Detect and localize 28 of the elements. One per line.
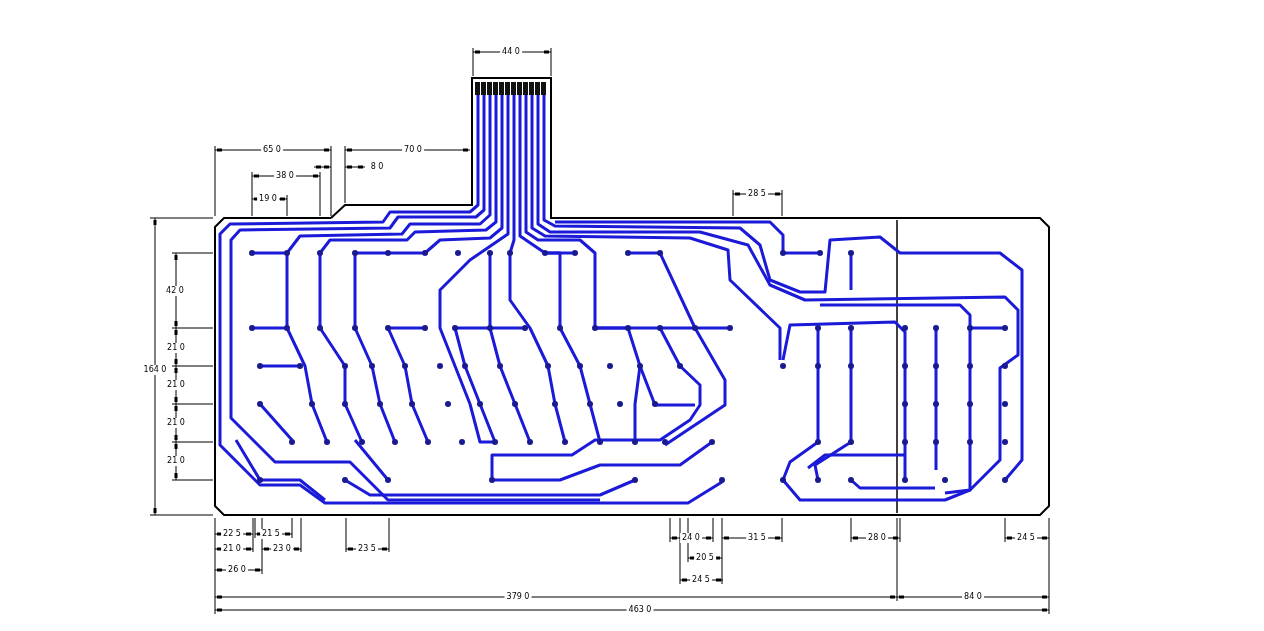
dimension-label: 65 0 [261, 145, 283, 155]
dimension-label: 23 0 [271, 544, 293, 554]
dimension-label: 21 0 [165, 418, 187, 428]
dimension-label: 21 0 [165, 456, 187, 466]
dimension-label: 24 5 [1015, 533, 1037, 543]
dimension-label: 24 5 [690, 575, 712, 585]
dimension-label: 84 0 [962, 592, 984, 602]
dimension-label: 19 0 [257, 194, 279, 204]
dimension-label: 70 0 [402, 145, 424, 155]
dimension-label: 28 0 [866, 533, 888, 543]
dimension-label: 164 0 [141, 365, 169, 375]
dimension-label: 21 5 [260, 529, 282, 539]
dimension-label: 379 0 [504, 592, 532, 602]
dimension-label: 28 5 [746, 189, 768, 199]
dimension-label: 24 0 [680, 533, 702, 543]
dimension-label: 21 0 [165, 380, 187, 390]
dimension-label: 23 5 [356, 544, 378, 554]
dimension-label: 463 0 [626, 605, 654, 615]
dimension-label: 42 0 [164, 286, 186, 296]
dimension-label: 31 5 [746, 533, 768, 543]
dimension-label: 8 0 [368, 162, 386, 172]
dimension-label: 20 5 [694, 553, 716, 563]
dimension-label: 22 5 [221, 529, 243, 539]
dimension-label: 21 0 [165, 343, 187, 353]
dimension-label: 38 0 [274, 171, 296, 181]
dimension-label: 21 0 [221, 544, 243, 554]
dimension-label: 26 0 [226, 565, 248, 575]
dimension-label: 44 0 [500, 47, 522, 57]
